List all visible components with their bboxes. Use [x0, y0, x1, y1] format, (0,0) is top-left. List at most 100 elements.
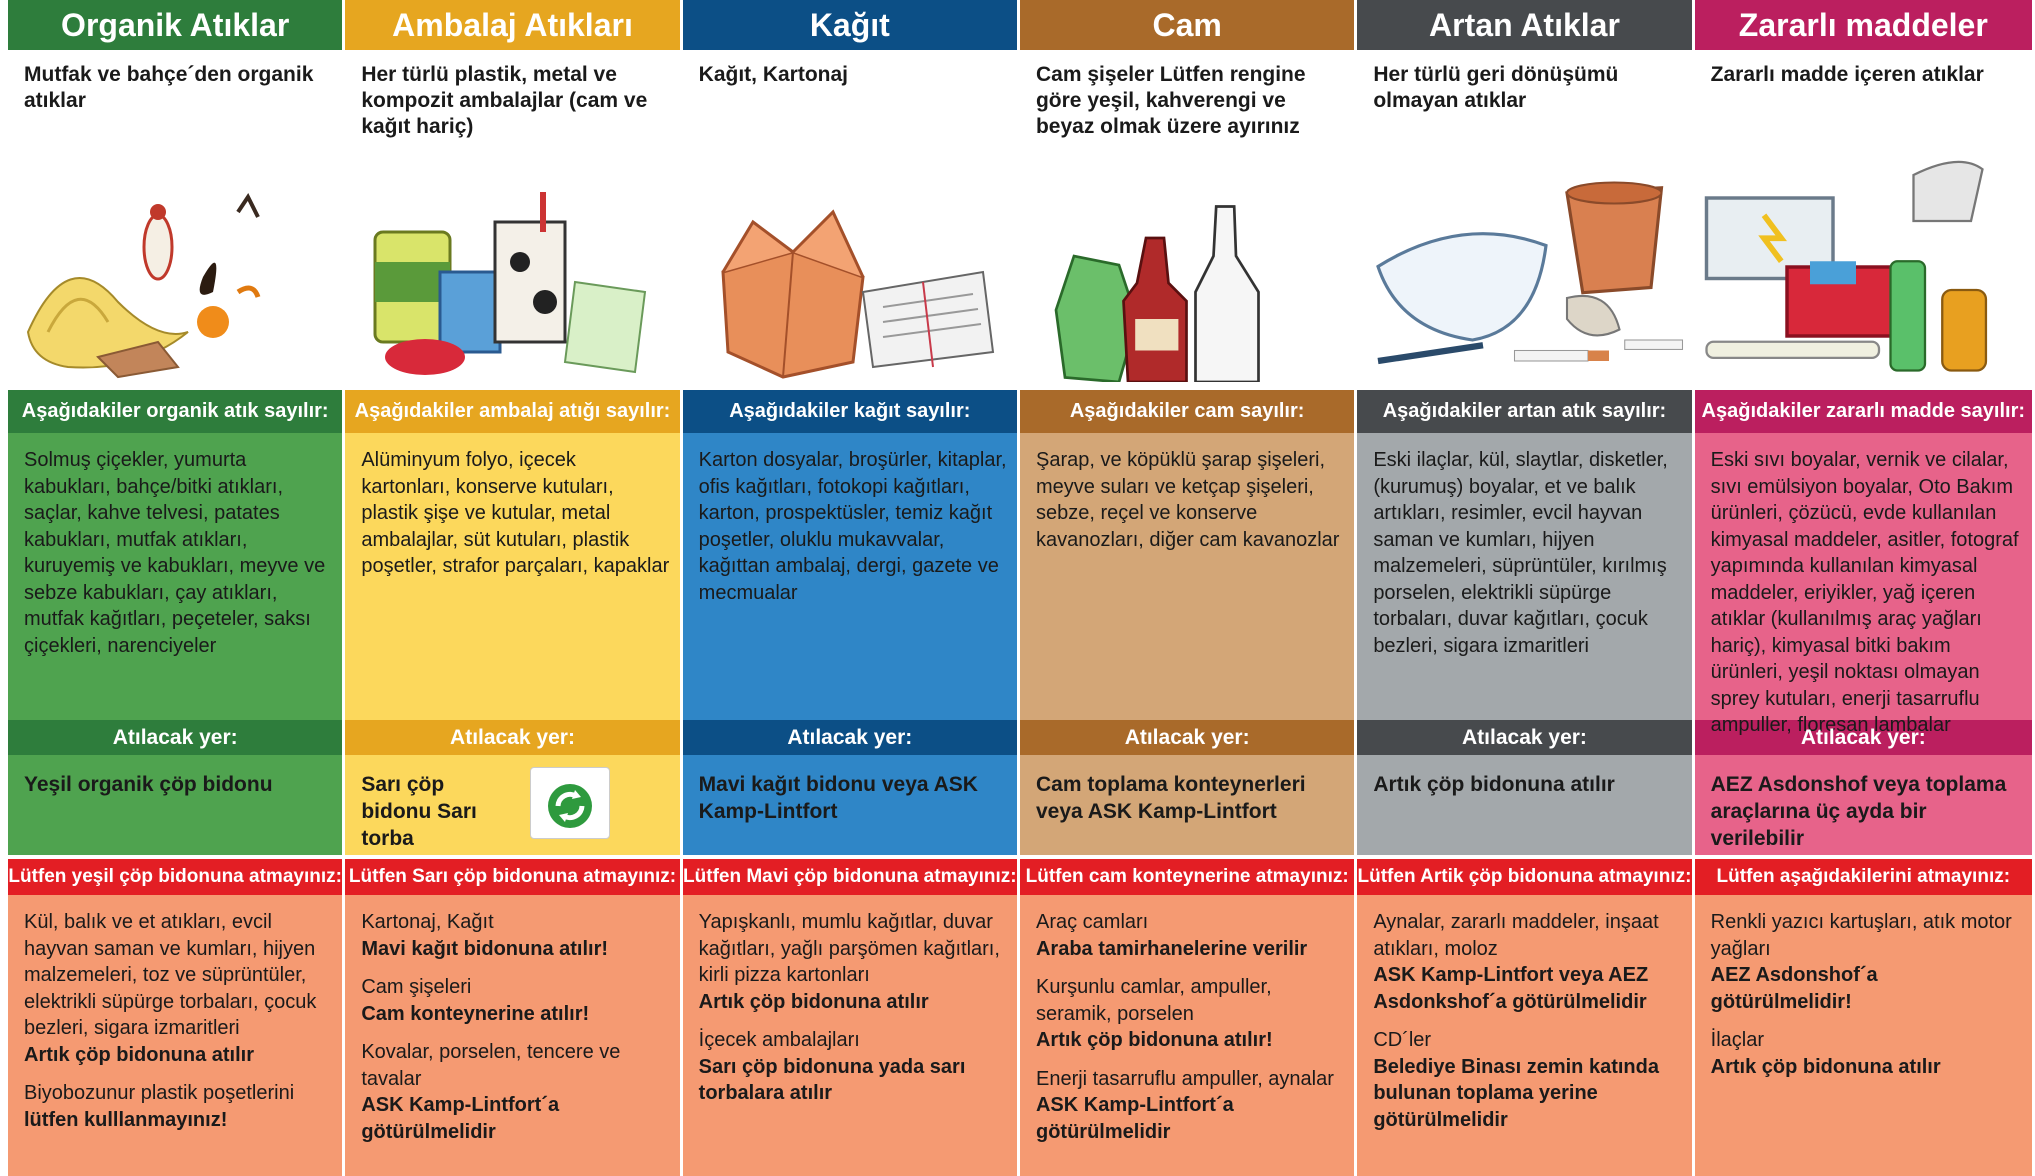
warning-label: Lütfen aşağıdakilerini atmayınız:: [1694, 855, 2032, 895]
warning-text: Kovalar, porselen, tencere ve tavalar: [361, 1041, 621, 1090]
warning-label: Lütfen Sarı çöp bidonuna atmayınız:: [345, 855, 680, 895]
warning-text: CD´ler: [1373, 1029, 1432, 1051]
items-label: Aşağıdakiler artan atık sayılır:: [1357, 388, 1692, 433]
warning-item: Yapışkanlı, mumlu kağıtlar, duvar kağıtl…: [699, 909, 1007, 1015]
warning-label: Lütfen cam konteynerine atmayınız:: [1019, 855, 1355, 895]
where-text: AEZ Asdonshof veya toplama araçlarına üç…: [1694, 755, 2032, 855]
warning-action: ASK Kamp-Lintfort´a götürülmelidir: [1035, 1094, 1234, 1143]
glass-waste-illustration: [1054, 205, 1260, 382]
where-label: Atılacak yer:: [1019, 720, 1355, 755]
warning-text: Yapışkanlı, mumlu kağıtlar, duvar kağıtl…: [698, 911, 1000, 986]
warning-action: Mavi kağıt bidonuna atılır!: [361, 937, 609, 960]
warning-label: Lütfen yeşil çöp bidonuna atmayınız:: [8, 855, 343, 895]
warning-action: Cam konteynerine atılır!: [361, 1002, 590, 1025]
where-text: Yeşil organik çöp bidonu: [8, 755, 343, 855]
items-text: Şarap, ve köpüklü şarap şişeleri, meyve …: [1019, 433, 1355, 720]
column-title: Kağıt: [682, 0, 1017, 50]
warning-text: Kartonaj, Kağıt: [361, 911, 494, 933]
where-text: Artık çöp bidonuna atılır: [1357, 755, 1692, 855]
column-description: Cam şişeler Lütfen rengine göre yeşil, k…: [1035, 63, 1306, 138]
warning-text: Cam şişeleri: [361, 976, 472, 998]
where-label: Atılacak yer:: [345, 720, 680, 755]
organic-waste-illustration: [26, 193, 261, 379]
items-text: Karton dosyalar, broşürler, kitaplar, of…: [682, 433, 1017, 720]
items-text: Eski ilaçlar, kül, slaytlar, disketler, …: [1357, 433, 1692, 720]
warning-action: Belediye Binası zemin katında bulunan to…: [1373, 1055, 1659, 1131]
column-ambalaj: Ambalaj Atıkları Her türlü plastik, meta…: [345, 0, 683, 1176]
recycle-icon: [547, 784, 592, 828]
packaging-waste-illustration: [373, 192, 647, 375]
where-label: Atılacak yer:: [1357, 720, 1692, 755]
warning-text: Araç camları: [1035, 911, 1149, 933]
column-intro: Kağıt, Kartonaj: [682, 50, 1017, 388]
warnings-list: Yapışkanlı, mumlu kağıtlar, duvar kağıtl…: [682, 895, 1017, 1176]
warning-text: Aynalar, zararlı maddeler, inşaat atıkla…: [1373, 911, 1659, 960]
warnings-list: Renkli yazıcı kartuşları, atık motor yağ…: [1694, 895, 2032, 1176]
warning-label: Lütfen Artik çöp bidonuna atmayınız:: [1357, 855, 1692, 895]
column-description: Mutfak ve bahçe´den organik atıklar: [24, 63, 314, 112]
items-label: Aşağıdakiler kağıt sayılır:: [682, 388, 1017, 433]
items-text: Solmuş çiçekler, yumurta kabukları, bahç…: [8, 433, 343, 720]
warning-text: İçecek ambalajları: [698, 1029, 860, 1051]
warning-action: AEZ Asdonshof´a götürülmelidir!: [1710, 964, 1878, 1013]
items-text: Eski sıvı boyalar, vernik ve cilalar, sı…: [1694, 433, 2032, 736]
column-description: Her türlü plastik, metal ve kompozit amb…: [361, 63, 648, 138]
warnings-list: Aynalar, zararlı maddeler, inşaat atıkla…: [1357, 895, 1692, 1176]
warning-action: lütfen kulllanmayınız!: [24, 1108, 228, 1131]
where-label: Atılacak yer:: [1694, 720, 2032, 755]
where-label: Atılacak yer:: [682, 720, 1017, 755]
warning-action: Artık çöp bidonuna atılır: [24, 1043, 255, 1066]
warning-text: Enerji tasarruflu ampuller, aynalar: [1035, 1067, 1334, 1090]
items-label: Aşağıdakiler zararlı madde sayılır:: [1694, 388, 2032, 433]
warning-action: Artık çöp bidonuna atılır: [1710, 1055, 1941, 1078]
items-text: Alüminyum folyo, içecek kartonları, kons…: [345, 433, 680, 720]
warning-action: Artık çöp bidonuna atılır: [698, 990, 929, 1013]
items-label: Aşağıdakiler ambalaj atığı sayılır:: [345, 388, 680, 433]
where-box: Sarı çöp bidonu Sarı torba: [345, 755, 680, 855]
where-label: Atılacak yer:: [8, 720, 343, 755]
residual-waste-illustration: [1376, 181, 1684, 365]
warning-action: ASK Kamp-Lintfort´a götürülmelidir: [361, 1094, 560, 1143]
column-intro: Mutfak ve bahçe´den organik atıklar: [8, 50, 343, 388]
warning-text: Kurşunlu camlar, ampuller, seramik, pors…: [1035, 976, 1272, 1025]
warning-action: Artık çöp bidonuna atılır!: [1035, 1029, 1273, 1051]
paper-waste-illustration: [721, 209, 994, 379]
column-intro: Her türlü plastik, metal ve kompozit amb…: [345, 50, 680, 388]
column-kagit: Kağıt Kağıt, Kartonaj Aşağıdakiler kağıt…: [682, 0, 1020, 1176]
items-label: Aşağıdakiler cam sayılır:: [1019, 388, 1355, 433]
warning-label: Lütfen Mavi çöp bidonuna atmayınız:: [682, 855, 1017, 895]
column-title: Cam: [1019, 0, 1355, 50]
column-artan: Artan Atıklar Her türlü geri dönüşümü ol…: [1357, 0, 1695, 1176]
where-text: Sarı çöp bidonu Sarı torba: [361, 773, 477, 850]
column-intro: Her türlü geri dönüşümü olmayan atıklar: [1357, 50, 1692, 388]
column-organik: Organik Atıklar Mutfak ve bahçe´den orga…: [8, 0, 346, 1176]
column-zararli: Zararlı maddeler Zararlı madde içeren at…: [1694, 0, 2032, 1176]
hazardous-waste-illustration: [1704, 160, 1987, 372]
green-dot-logo: [529, 767, 610, 839]
where-text: Cam toplama konteynerleri veya ASK Kamp-…: [1019, 755, 1355, 855]
column-intro: Cam şişeler Lütfen rengine göre yeşil, k…: [1019, 50, 1355, 388]
column-intro: Zararlı madde içeren atıklar: [1694, 50, 2032, 388]
warning-text: İlaçlar: [1710, 1029, 1764, 1051]
warning-item: Renkli yazıcı kartuşları, atık motor yağ…: [1711, 909, 2022, 1015]
warning-action: Araba tamirhanelerine verilir: [1035, 937, 1308, 960]
warning-text: Kül, balık ve et atıkları, evcil hayvan …: [24, 911, 317, 1039]
column-description: Zararlı madde içeren atıklar: [1710, 63, 1984, 86]
items-label: Aşağıdakiler organik atık sayılır:: [8, 388, 343, 433]
warning-item: Kurşunlu camlar, ampuller, seramik, pors…: [1036, 974, 1344, 1054]
waste-sorting-board: Organik Atıklar Mutfak ve bahçe´den orga…: [8, 0, 2032, 1176]
warnings-list: Kül, balık ve et atıkları, evcil hayvan …: [8, 895, 343, 1176]
column-cam: Cam Cam şişeler Lütfen rengine göre yeşi…: [1019, 0, 1358, 1176]
column-description: Her türlü geri dönüşümü olmayan atıklar: [1373, 63, 1619, 112]
warning-text: Renkli yazıcı kartuşları, atık motor yağ…: [1710, 911, 2012, 960]
